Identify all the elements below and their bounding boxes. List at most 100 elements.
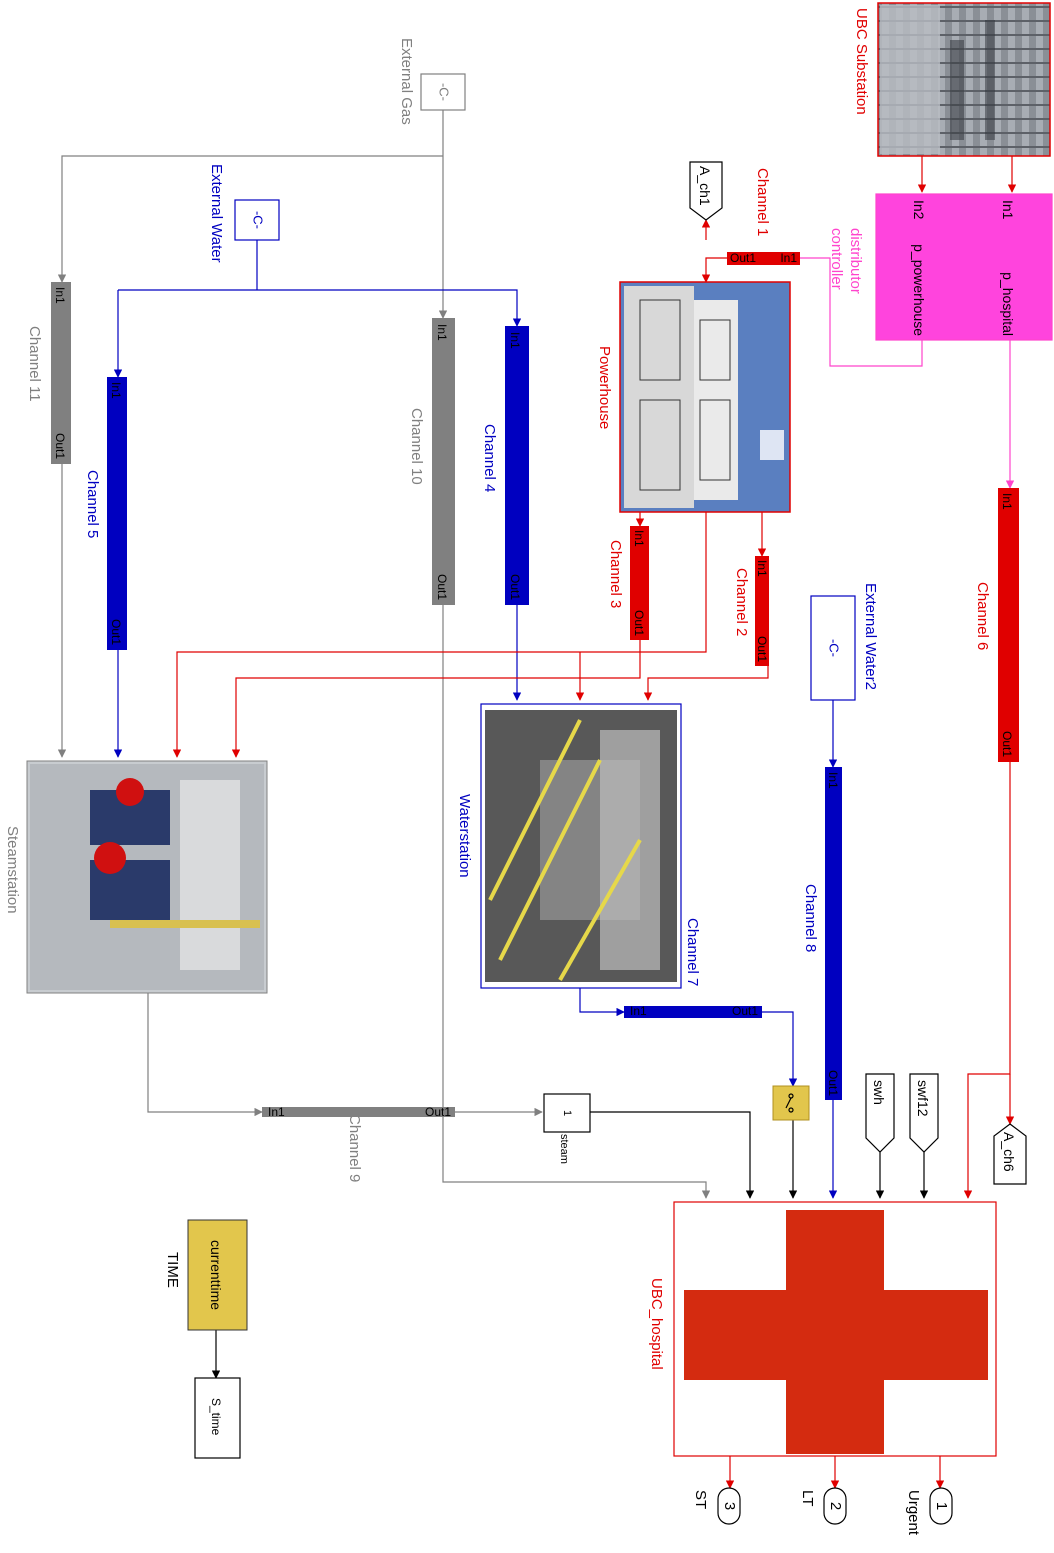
outport-lt[interactable]: 2 [823,1487,847,1525]
powerhouse-block[interactable] [619,281,791,513]
channel-11-out-port: Out1 [53,433,67,459]
goto-a-ch6-label: A_ch6 [1001,1132,1017,1172]
outport-urgent-name: Urgent [905,1490,922,1536]
channel-1-in-port: In1 [780,251,797,265]
channel-9-label: Channel 9 [346,1114,363,1182]
channel-8-block[interactable]: In1 Out1 [825,767,842,1100]
external-water-label: External Water [208,164,225,263]
channel-8-label: Channel 8 [802,884,819,952]
waterstation-block[interactable] [480,703,682,989]
channel-10-label: Channel 10 [408,408,425,485]
channel-9-out-port: Out1 [425,1105,451,1119]
outport-st[interactable]: 3 [717,1487,741,1525]
ubc-hospital-block[interactable] [673,1201,997,1457]
channel-10-out-port: Out1 [435,574,449,600]
external-water-value: -C- [251,211,266,229]
ubc-hospital-label: UBC_hospital [648,1278,665,1370]
channel-7-label: Channel 7 [684,918,701,986]
channel-4-label: Channel 4 [481,424,498,492]
from-swh[interactable]: swh [865,1073,895,1153]
channel-3-block[interactable]: In1 Out1 [630,526,649,640]
external-gas-value: -C- [437,83,452,101]
external-water-constant[interactable]: -C- [234,199,280,241]
from-swf12-label: swf12 [915,1080,931,1117]
channel-11-block[interactable]: In1 Out1 [51,282,71,464]
channel-7-in-port: In1 [630,1004,647,1018]
outport-st-number: 3 [721,1502,738,1510]
distributor-p-hospital-port: p_hospital [1000,272,1016,336]
channel-2-label: Channel 2 [733,568,750,636]
steam-port-name: steam [558,1134,570,1164]
ubc-substation-label: UBC Substation [853,8,870,115]
currenttime-value: currenttime [208,1240,224,1310]
channel-4-block[interactable]: In1 Out1 [505,326,529,605]
channel-8-in-port: In1 [826,772,840,789]
from-swh-label: swh [871,1080,887,1105]
channel-6-label: Channel 6 [974,582,991,650]
external-gas-constant[interactable]: -C- [420,73,466,111]
channel-4-in-port: In1 [508,332,522,349]
currenttime-block[interactable]: currenttime [187,1219,248,1331]
steam-port-block[interactable]: 1 steam [543,1093,591,1164]
waterstation-label: Waterstation [456,794,473,878]
channel-2-out-port: Out1 [755,636,769,662]
distributor-in1-port: In1 [1000,200,1016,220]
channel-4-out-port: Out1 [508,574,522,600]
distributor-p-powerhouse-port: p_powerhouse [911,244,927,336]
ubc-substation-block[interactable] [877,2,1051,157]
goto-a-ch1[interactable]: A_ch1 [689,161,723,221]
channel-1-block[interactable]: Out1 In1 [727,251,800,265]
channel-6-in-port: In1 [1000,493,1014,510]
switch-icon [785,1093,794,1113]
powerhouse-label: Powerhouse [596,346,613,429]
channel-10-block[interactable]: In1 Out1 [432,318,455,605]
channel-2-in-port: In1 [755,560,769,577]
black-signal-lines [211,1111,929,1379]
channel-5-label: Channel 5 [84,470,101,538]
outport-lt-name: LT [799,1490,816,1506]
channel-9-in-port: In1 [268,1105,285,1119]
distributor-label-line2: controller [828,228,845,290]
channel-5-out-port: Out1 [109,619,123,645]
channel-7-out-port: Out1 [732,1004,758,1018]
channel-6-out-port: Out1 [1000,731,1014,757]
outport-urgent[interactable]: 1 [929,1487,953,1525]
channel-11-label: Channel 11 [26,326,43,402]
steamstation-label: Steamstation [4,826,21,914]
channel-6-block[interactable]: In1 Out1 [998,488,1019,762]
channel-5-in-port: In1 [109,382,123,399]
channel-7-block[interactable]: In1 Out1 [624,1004,762,1018]
outport-urgent-number: 1 [933,1502,950,1510]
channel-3-out-port: Out1 [632,610,646,636]
external-gas-label: External Gas [398,38,415,125]
channel-8-out-port: Out1 [826,1070,840,1096]
switch-block[interactable] [772,1085,810,1121]
steam-port-number: 1 [561,1110,573,1116]
channel-3-label: Channel 3 [607,540,624,608]
time-label: TIME [164,1252,181,1288]
outport-st-name: ST [692,1490,709,1509]
steamstation-block[interactable] [26,760,268,994]
goto-a-ch6[interactable]: A_ch6 [993,1123,1027,1185]
channel-11-in-port: In1 [53,287,67,304]
channel-1-label: Channel 1 [754,168,771,236]
from-swf12[interactable]: swf12 [909,1073,939,1153]
channel-5-block[interactable]: In1 Out1 [107,377,127,650]
channel-2-block[interactable]: In1 Out1 [755,556,769,666]
s-time-block[interactable]: S_time [194,1377,241,1459]
red-cross-icon [684,1210,988,1454]
distributor-controller-block[interactable]: In1 In2 p_hospital p_powerhouse [875,193,1053,341]
distributor-label-line1: distributor [847,228,864,294]
external-water2-label: External Water2 [862,583,879,690]
channel-9-block[interactable]: In1 Out1 [262,1105,455,1119]
s-time-value: S_time [209,1398,223,1436]
goto-a-ch1-label: A_ch1 [697,166,713,206]
pink-signal-lines [800,257,1015,489]
external-water2-constant[interactable]: -C- [810,595,856,701]
channel-10-in-port: In1 [435,324,449,341]
red-signal-lines [172,156,1017,1489]
gray-signal-lines [57,110,711,1199]
outport-lt-number: 2 [827,1502,844,1510]
channel-1-out-port: Out1 [730,251,756,265]
